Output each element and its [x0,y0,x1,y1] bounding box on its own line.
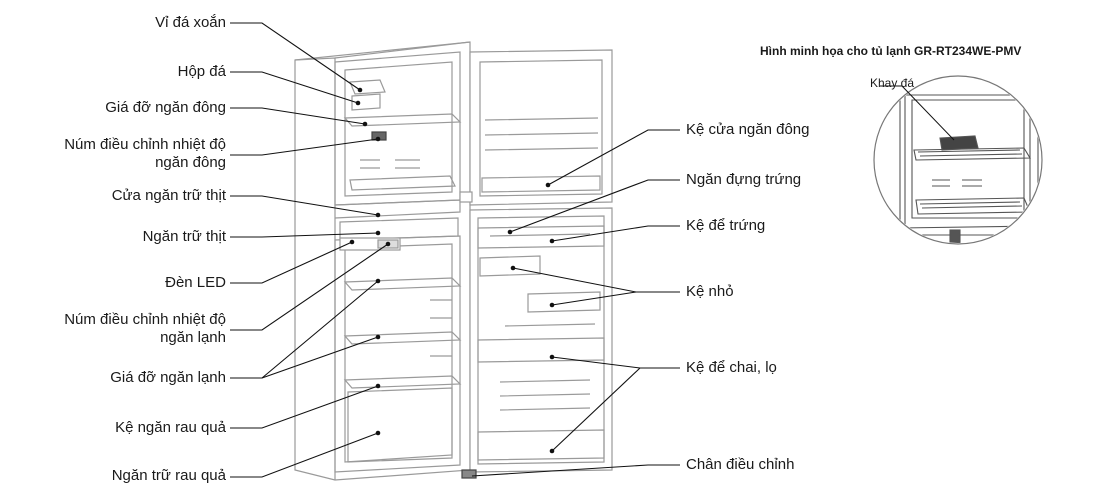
label-fridge-shelf: Giá đỡ ngăn lạnh [110,369,226,386]
label-egg-holder: Ngăn đựng trứng [686,171,802,188]
label-fridge-knob-line2: ngăn lạnh [160,329,226,346]
label-bottle-shelf: Kệ để chai, lọ [686,359,777,376]
label-adjustable-foot: Chân điều chỉnh [686,456,795,473]
label-fridge-knob-line1: Núm điều chỉnh nhiệt độ [64,311,226,328]
label-meat-compartment: Ngăn trữ thịt [142,228,226,245]
fridge-illustration [294,41,613,481]
leader-dots [349,87,555,454]
label-crisper-shelf: Kệ ngăn rau quả [115,419,226,436]
label-freezer-door-shelf: Kệ cửa ngăn đông [686,121,810,138]
label-twist-ice-tray: Vỉ đá xoắn [155,14,226,31]
label-crisper-drawer: Ngăn trữ rau quả [111,467,226,484]
label-freezer-knob-line1: Núm điều chỉnh nhiệt độ [64,136,226,153]
label-freezer-knob-line2: ngăn đông [155,154,226,171]
label-meat-compartment-door: Cửa ngăn trữ thịt [111,187,226,204]
label-ice-box: Hộp đá [177,63,226,80]
label-small-shelf: Kệ nhỏ [686,283,734,300]
inset-illustration [873,75,1043,245]
label-freezer-shelf: Giá đỡ ngăn đông [105,99,226,116]
label-led-light: Đèn LED [165,274,226,291]
leader-lines [230,22,680,478]
inset-title: Hình minh họa cho tủ lạnh GR-RT234WE-PMV [760,44,1022,58]
label-egg-shelf: Kệ để trứng [686,217,766,234]
inset-ice-tray-label: Khay đá [870,76,915,90]
